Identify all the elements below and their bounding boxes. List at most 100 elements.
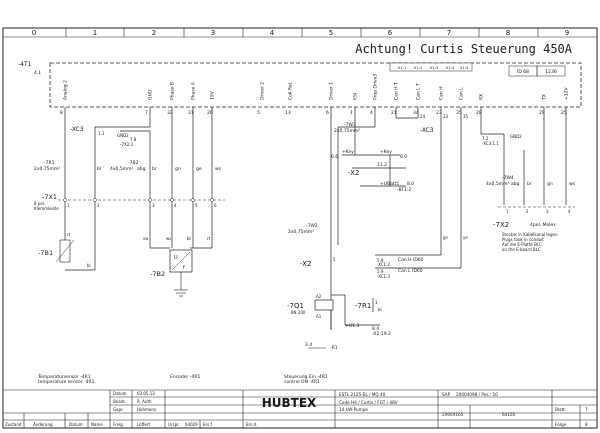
controller-pin-label: Prop Drive3 <box>373 74 379 100</box>
wire-7b2-spec: 4x0,5mm² <box>110 166 133 172</box>
tb-datum-value: 03.05.13 <box>137 391 155 396</box>
encoder-7b2-label: -7B2 <box>150 270 165 278</box>
tb-sap-label: SAP <box>442 392 451 397</box>
encoder-7b2-letter: f <box>183 265 185 271</box>
key-label: +Key <box>380 149 392 155</box>
controller-pin-label: Can H T <box>394 82 400 100</box>
controller-pin-label: GND <box>148 89 154 100</box>
xc3-right-pin: 24 <box>420 114 426 119</box>
tb-urspr-label: Urspr. <box>168 422 180 427</box>
encoder-7b2-symbol <box>171 251 191 271</box>
wire-7r1-spec: 2x0,75mm² <box>34 166 60 172</box>
tb-desc-1: ESTL 2125-EL / MQ 40 <box>339 392 386 397</box>
gnd2-label: GND2 <box>117 133 129 138</box>
terminal-7x2-label: -7X2 <box>493 221 509 229</box>
terminal-7x1-pin-num: 1 <box>67 203 70 208</box>
terminal-7x1-desc: Klemmleiste <box>34 206 59 211</box>
controller-pin-label: Phase B <box>170 82 176 100</box>
sheet-title: Achtung! Curtis Steuerung 450A <box>355 42 573 56</box>
controller-pin-label: Analog 2 <box>63 80 69 100</box>
relay-7q1-terminal: A2 <box>316 294 322 299</box>
wire-7w4-color: br <box>527 181 532 187</box>
column-label: 8 <box>506 29 510 37</box>
relay-7q1-terminal: A1 <box>316 314 322 319</box>
title-block <box>3 389 597 428</box>
terminal-7x1-pin-num: 3 <box>152 203 155 208</box>
gnd2-right-label: GND2 <box>510 134 522 139</box>
tb-urspr-value: 64029 <box>185 422 198 427</box>
xc3-right-label: -XC3 <box>420 127 434 134</box>
xc3-right-pin: 23 <box>443 114 449 119</box>
gnd2-sub: 7.8 <box>130 137 137 142</box>
caption-temp-de: Temperatursensor -4R1 <box>37 374 91 380</box>
relay-7q1-sub: 8N 200 <box>291 310 306 315</box>
can-l-label: Can L ID60 <box>398 268 423 274</box>
controller-pin-number: 7 <box>145 110 148 116</box>
controller-top-pin: X1:3 <box>430 66 438 70</box>
tb-blatt-label: Blatt <box>555 407 565 412</box>
controller-top-pin: X1:4 <box>446 66 455 70</box>
wire-7w3-ref: -7W3 <box>344 122 356 128</box>
can-l-ref: 5.9 <box>377 269 384 274</box>
controller-pin-number: 6 <box>326 110 329 116</box>
column-label: 3 <box>211 29 215 37</box>
terminal-7x1-label: -7X1 <box>42 193 57 201</box>
plus-u1-label: +U1.3 <box>345 323 359 329</box>
resistor-7r1-wire: bl <box>378 307 382 312</box>
terminal-7x2-pin-num: 2 <box>526 209 529 214</box>
tb-folge-value: 8 <box>585 422 588 427</box>
can-h-ref: 5.9 <box>377 258 384 263</box>
controller-top-connector: X1:1 X1:2 X1:3 X1:4 X1:5 <box>389 62 473 72</box>
wire-7w4-color: abg <box>511 181 520 187</box>
sensor-7b1-arrow <box>55 239 75 263</box>
controller-pin-label: Can H <box>439 86 445 100</box>
encoder-7b2-wire: sw <box>143 236 149 241</box>
tb-row-header: Name <box>91 422 103 427</box>
tb-desc-2: Code H4 / Curtis / FGT / 48V <box>339 400 398 405</box>
tb-freig-label: Freig. <box>113 422 124 427</box>
controller-pin-number: 8 <box>60 110 63 116</box>
encoder-7b2-letter: U <box>174 255 178 261</box>
controller-code-box <box>536 65 566 77</box>
sensor-7b1-wire: bl <box>87 263 91 268</box>
terminal-7x1-pin-num: 5 <box>195 203 198 208</box>
terminal-7x1-pin-num: 2 <box>97 203 100 208</box>
tb-row-header: Änderung <box>33 422 53 427</box>
terminal-7x1-pin-num: 4 <box>174 203 177 208</box>
controller-pin-number: 13 <box>285 110 291 116</box>
resistor-7r1-label: -7R1 <box>355 302 371 310</box>
ubatt-label: +UBatt1 <box>380 181 399 187</box>
caption-encoder: Encoder -4R1 <box>170 374 200 380</box>
column-label: 2 <box>152 29 156 37</box>
controller-pin-number: 35 <box>456 110 462 116</box>
controller-ref: -4T1 <box>18 61 32 68</box>
can-l-sub: -XC1:3 <box>377 274 390 279</box>
controller-pin-number: 25 <box>561 110 567 116</box>
controller-pin-label: RX <box>479 94 485 100</box>
note-text: Stecker in Kabelkanal legen <box>502 232 558 237</box>
tb-ers-d: Ers.d. <box>246 422 257 427</box>
wire-7r1-color: bl <box>97 166 101 172</box>
relay-7q1-label: -7Q1 <box>287 302 304 310</box>
wire-7b2-color: br <box>152 166 157 172</box>
tb-blatt-value: 7 <box>585 407 588 412</box>
wire-7w2-ref: -7W2 <box>306 223 318 229</box>
note-text: Plugs took in conduit <box>502 237 544 242</box>
controller-pin-label: Coil Ret. <box>288 81 294 100</box>
ksi-ref: 6.6 <box>331 154 338 160</box>
controller-block <box>49 62 582 108</box>
gnd2-right-ref: -XC3:1.1 <box>482 141 499 146</box>
tb-bearb-label: Bearb. <box>113 399 126 404</box>
controller-pin-label: Phase A <box>191 81 197 100</box>
tb-row-header: Zustand <box>5 422 22 427</box>
resistor-7r1-pin: 1 <box>375 300 378 305</box>
controller-id: ID 68 <box>517 69 529 75</box>
gnd2-right-sub: 7.2 <box>482 136 489 141</box>
column-label: 0 <box>32 29 36 37</box>
column-label: 4 <box>270 29 275 37</box>
caption-temp-en: temperature sensor -4R1 <box>38 379 95 385</box>
key-ref: 6.0 <box>400 154 407 160</box>
tb-freig-value: Löffert <box>137 422 150 427</box>
tb-ers-fuer: Ers.f. <box>203 422 213 427</box>
